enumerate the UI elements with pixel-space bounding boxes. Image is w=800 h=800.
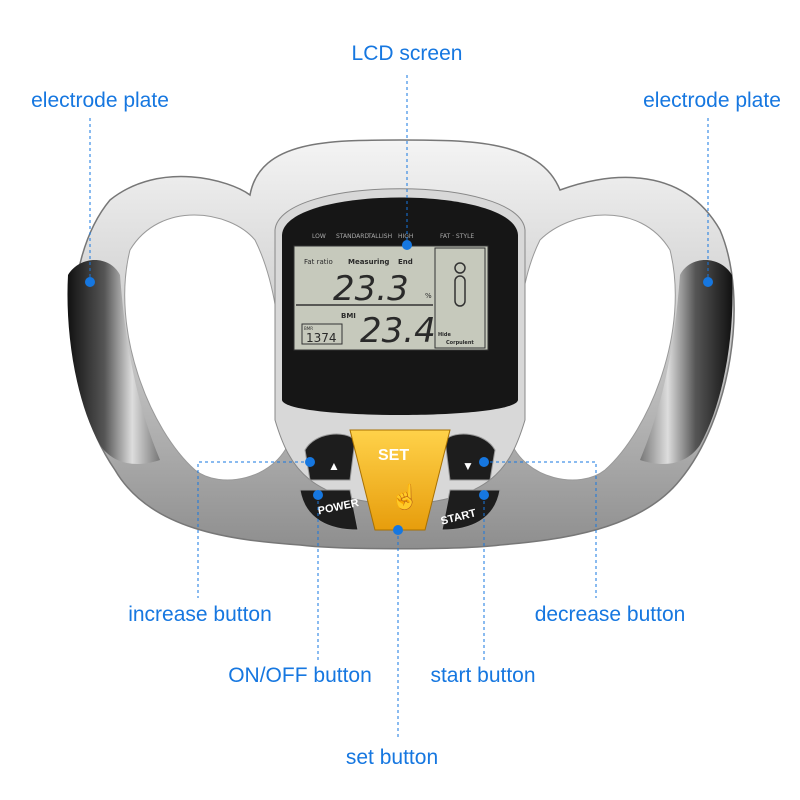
lcd-body-type-corpulent: Corpulent — [446, 340, 474, 346]
decrease-button — [444, 433, 496, 481]
set-button — [349, 429, 451, 531]
lcd-body-figure-icon — [454, 262, 466, 307]
lcd-bmr-value: 1374 — [306, 331, 337, 345]
lcd-end-label: End — [398, 258, 413, 266]
lcd-scale-low: LOW — [312, 233, 326, 240]
lcd-scale-high: HIGH — [398, 233, 413, 240]
label-electrode-plate-right: electrode plate — [643, 89, 781, 112]
lcd-measuring-label: Measuring — [348, 258, 389, 266]
set-button-label: SET — [378, 447, 409, 464]
lcd-body-type-hide: Hide — [438, 332, 451, 338]
lcd-bmi-value: 23.4 — [360, 311, 436, 351]
lcd-bmi-label: BMI — [341, 312, 356, 320]
lcd-bmr-label: BMR — [304, 326, 313, 331]
label-start-button: start button — [430, 664, 536, 687]
electrode-plate-right — [640, 260, 733, 465]
lcd-scale-tallish: TALLISH — [367, 233, 392, 240]
start-button — [441, 489, 501, 531]
lcd-fat-value: 23.3 — [333, 269, 409, 309]
label-on-off-button: ON/OFF button — [228, 664, 372, 687]
label-increase-button: increase button — [128, 603, 272, 626]
label-decrease-button: decrease button — [534, 603, 686, 626]
callout-dots — [85, 240, 713, 535]
finger-press-icon: ☝ — [390, 482, 420, 511]
electrode-plate-left — [67, 260, 160, 465]
power-button — [299, 489, 359, 531]
down-arrow-icon: ▼ — [462, 459, 474, 473]
lcd-percent: % — [425, 292, 432, 300]
label-set-button: set button — [345, 746, 439, 769]
lcd-scale-labels: LOW STANDARD TALLISH HIGH FAT · STYLE — [312, 233, 474, 240]
lcd-scale-standard: STANDARD — [336, 233, 369, 240]
lcd-fat-style: FAT · STYLE — [440, 233, 474, 240]
callout-lines — [89, 75, 709, 740]
label-electrode-plate-left: electrode plate — [31, 89, 169, 112]
label-lcd-screen: LCD screen — [351, 42, 463, 65]
lcd-fat-ratio-label: Fat ratio — [304, 258, 333, 266]
increase-button — [304, 433, 356, 481]
up-arrow-icon: ▲ — [328, 459, 340, 473]
